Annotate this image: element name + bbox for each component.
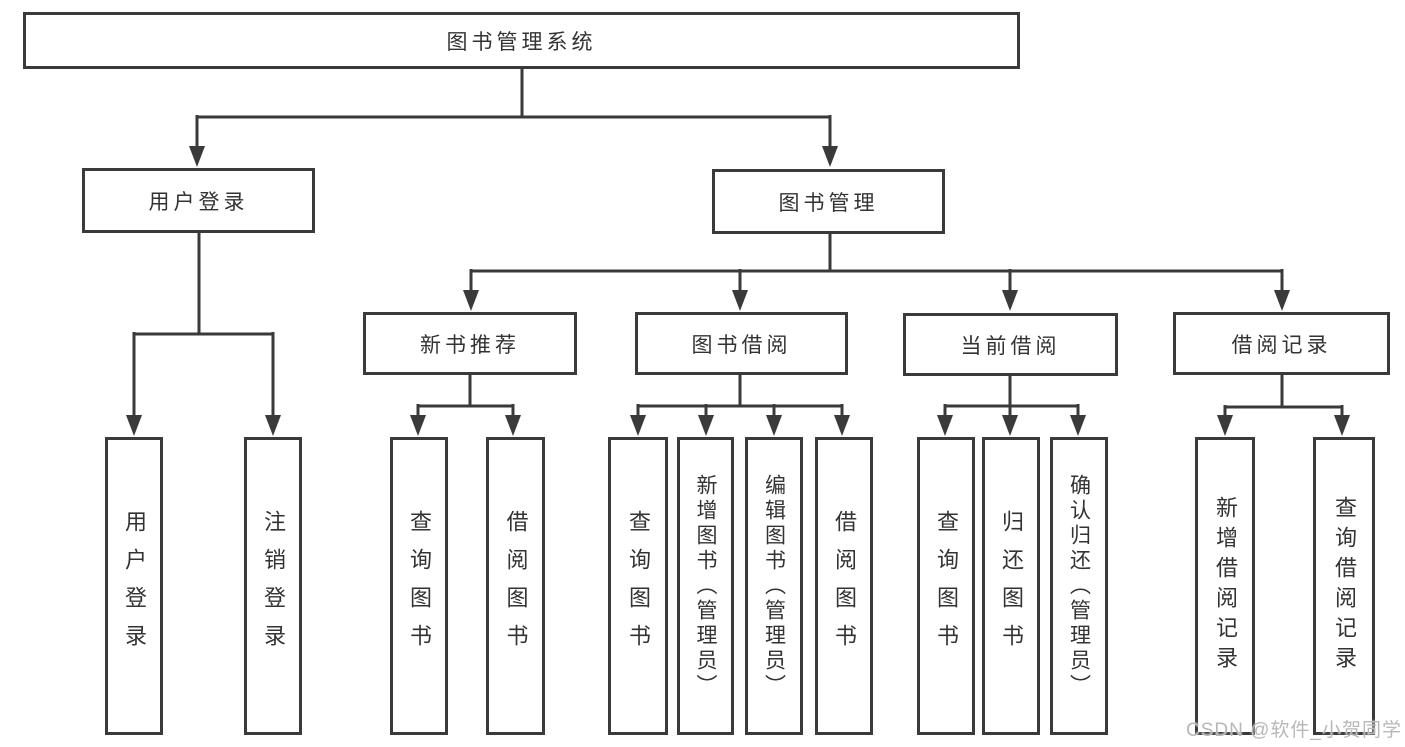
leaf-logout: 注销登录 (244, 437, 302, 735)
leaf-bb-edit-books-admin-label: 编辑图书（管理员） (762, 473, 786, 699)
leaf-nb-query-books: 查询图书 (390, 437, 448, 735)
node-new-books-label: 新书推荐 (420, 333, 520, 357)
node-borrow-records-label: 借阅记录 (1231, 333, 1332, 357)
node-root: 图书管理系统 (23, 12, 1020, 69)
connector-borrow-records (1217, 375, 1350, 436)
leaf-cb-query-books: 查询图书 (917, 437, 975, 735)
leaf-bb-query-books: 查询图书 (608, 437, 668, 735)
leaf-cb-query-books-label: 查询图书 (934, 510, 959, 662)
node-book-borrow-label: 图书借阅 (691, 333, 792, 357)
leaf-cb-confirm-return-admin-label: 确认归还（管理员） (1067, 473, 1091, 699)
leaf-logout-label: 注销登录 (261, 510, 286, 662)
leaf-bb-add-books-admin: 新增图书（管理员） (677, 437, 734, 735)
connector-new-books (410, 375, 521, 436)
leaf-br-add-record: 新增借阅记录 (1195, 437, 1255, 735)
leaf-nb-borrow-books: 借阅图书 (486, 437, 545, 735)
node-book-mgmt-label: 图书管理 (778, 191, 879, 215)
node-borrow-records: 借阅记录 (1173, 312, 1390, 375)
connector-book-borrow (630, 375, 850, 436)
leaf-bb-borrow-books: 借阅图书 (815, 437, 873, 735)
node-root-label: 图书管理系统 (446, 30, 597, 54)
leaf-user-login: 用户登录 (105, 437, 163, 735)
leaf-br-query-record-label: 查询借阅记录 (1332, 496, 1357, 676)
node-new-books: 新书推荐 (363, 312, 577, 375)
watermark: CSDN @软件_小贺同学 (1186, 720, 1402, 741)
node-user-login-label: 用户登录 (148, 190, 249, 214)
connector-book-mgmt (463, 234, 1290, 311)
leaf-bb-query-books-label: 查询图书 (626, 510, 651, 662)
connector-user-login (126, 233, 281, 436)
node-current-borrow: 当前借阅 (903, 313, 1118, 376)
leaf-bb-borrow-books-label: 借阅图书 (832, 510, 857, 662)
connector-current-borrow (937, 376, 1086, 436)
leaf-nb-query-books-label: 查询图书 (407, 510, 432, 662)
node-book-borrow: 图书借阅 (635, 312, 848, 375)
leaf-cb-confirm-return-admin: 确认归还（管理员） (1050, 437, 1108, 735)
node-user-login: 用户登录 (82, 168, 315, 233)
node-current-borrow-label: 当前借阅 (960, 334, 1061, 358)
leaf-cb-return-books-label: 归还图书 (999, 510, 1024, 662)
leaf-user-login-label: 用户登录 (122, 510, 147, 662)
leaf-cb-return-books: 归还图书 (982, 437, 1040, 735)
leaf-br-query-record: 查询借阅记录 (1313, 437, 1375, 735)
connector-root (189, 68, 838, 167)
leaf-bb-edit-books-admin: 编辑图书（管理员） (745, 437, 803, 735)
node-book-mgmt: 图书管理 (712, 169, 945, 234)
leaf-bb-add-books-admin-label: 新增图书（管理员） (694, 473, 717, 699)
leaf-nb-borrow-books-label: 借阅图书 (503, 510, 529, 662)
leaf-br-add-record-label: 新增借阅记录 (1213, 496, 1238, 676)
